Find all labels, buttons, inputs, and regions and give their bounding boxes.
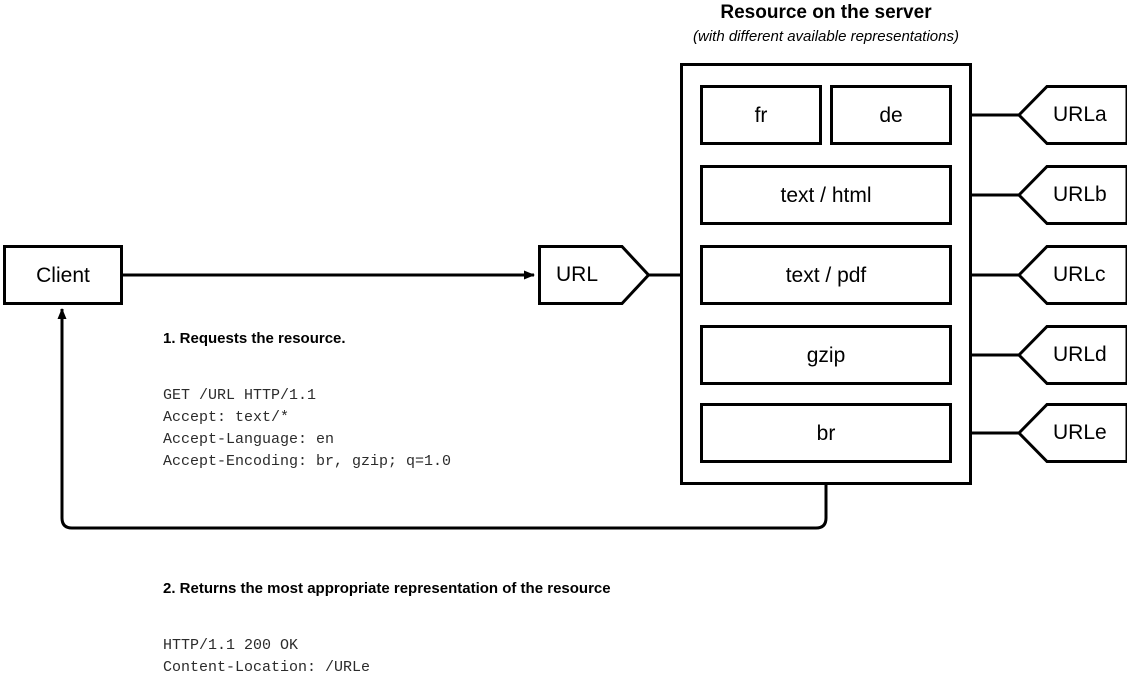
url-tag-e[interactable]: URLe <box>1017 403 1127 463</box>
url-tag-c-shape <box>1017 245 1127 305</box>
url-node-label: URL <box>556 263 599 286</box>
request-note-title: 1. Requests the resource. <box>163 330 346 347</box>
client-box[interactable]: Client <box>3 245 123 305</box>
representation-de-label: de <box>879 103 903 127</box>
url-tag-b-shape <box>1017 165 1127 225</box>
url-tag-a[interactable]: URLa <box>1017 85 1127 145</box>
representation-text-pdf-label: text / pdf <box>785 263 867 287</box>
representation-text-html-label: text / html <box>780 183 872 207</box>
client-label: Client <box>36 263 90 287</box>
representation-de[interactable]: de <box>830 85 952 145</box>
representation-text-html[interactable]: text / html <box>700 165 952 225</box>
representation-fr-label: fr <box>754 103 768 127</box>
url-node[interactable]: URL <box>538 245 650 305</box>
request-note: 1. Requests the resource. GET /URL HTTP/… <box>163 294 451 509</box>
url-tag-c[interactable]: URLc <box>1017 245 1127 305</box>
url-tag-b[interactable]: URLb <box>1017 165 1127 225</box>
request-note-headers: GET /URL HTTP/1.1 Accept: text/* Accept-… <box>163 387 452 471</box>
representation-fr[interactable]: fr <box>700 85 822 145</box>
url-tag-e-shape <box>1017 403 1127 463</box>
response-note-title: 2. Returns the most appropriate represen… <box>163 580 611 597</box>
representation-text-pdf[interactable]: text / pdf <box>700 245 952 305</box>
representation-br-label: br <box>816 421 836 445</box>
url-tag-c-label: URLc <box>1053 263 1106 286</box>
server-subtitle: (with different available representation… <box>693 28 959 45</box>
response-note-headers: HTTP/1.1 200 OK Content-Location: /URLe … <box>163 637 371 677</box>
url-tag-e-label: URLe <box>1053 421 1107 444</box>
url-tag-a-shape <box>1017 85 1127 145</box>
representation-gzip-label: gzip <box>806 343 846 367</box>
url-tag-b-label: URLb <box>1053 183 1107 206</box>
server-title: Resource on the server <box>720 2 932 23</box>
url-tag-d-shape <box>1017 325 1127 385</box>
url-node-shape <box>538 245 650 305</box>
url-tag-d[interactable]: URLd <box>1017 325 1127 385</box>
url-tag-a-label: URLa <box>1053 103 1107 126</box>
response-note: 2. Returns the most appropriate represen… <box>163 544 611 679</box>
representation-gzip[interactable]: gzip <box>700 325 952 385</box>
url-tag-d-label: URLd <box>1053 343 1107 366</box>
representation-br[interactable]: br <box>700 403 952 463</box>
